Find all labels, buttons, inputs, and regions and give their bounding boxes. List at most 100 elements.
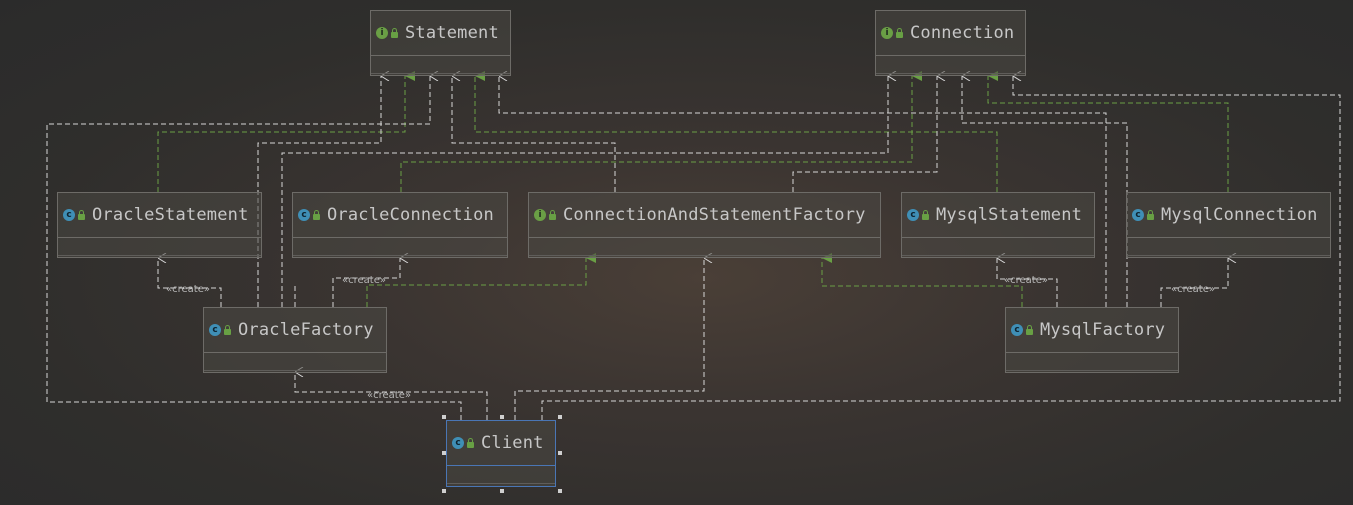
edge-factory-statement xyxy=(451,76,616,192)
resize-handle-s[interactable] xyxy=(500,489,504,493)
resize-handle-e[interactable] xyxy=(558,451,562,455)
node-title: OracleStatement xyxy=(92,205,249,225)
node-methods-section xyxy=(529,256,880,273)
class-icon: c xyxy=(298,209,310,221)
resize-handle-n[interactable] xyxy=(500,415,504,419)
node-title: MysqlStatement xyxy=(936,205,1083,225)
class-icon: c xyxy=(63,209,75,221)
edge-client-connection xyxy=(541,76,1341,420)
public-lock-icon xyxy=(549,210,556,220)
edge-mysqlstatement-statement xyxy=(474,71,998,192)
edge-client-factory xyxy=(514,258,704,420)
public-lock-icon xyxy=(224,325,231,335)
node-header: i Statement xyxy=(371,11,510,56)
node-title: MysqlConnection xyxy=(1161,205,1318,225)
node-methods-section xyxy=(204,371,386,388)
node-header: c OracleFactory xyxy=(204,308,386,353)
class-icon: c xyxy=(907,209,919,221)
edge-client-oraclefactory xyxy=(294,372,488,420)
node-fields-section xyxy=(529,238,880,256)
interface-icon: i xyxy=(881,27,893,39)
public-lock-icon xyxy=(896,28,903,38)
node-header: i ConnectionAndStatementFactory xyxy=(529,193,880,238)
class-icon: c xyxy=(209,324,221,336)
edge-oraclefactory-connection xyxy=(281,76,888,307)
edge-mysqlfactory-mysqlconnection xyxy=(1160,258,1228,307)
edge-label-create: «create» xyxy=(367,390,411,401)
class-icon: c xyxy=(1132,209,1144,221)
edge-label-create: «create» xyxy=(1004,275,1048,286)
node-fields-section xyxy=(902,238,1094,256)
edge-label-create: «create» xyxy=(1171,284,1215,295)
node-fields-section xyxy=(447,466,555,484)
node-title: OracleFactory xyxy=(238,320,374,340)
node-fields-section xyxy=(1006,353,1178,371)
node-oraclestatement[interactable]: c OracleStatement xyxy=(57,192,262,258)
edge-label-create: «create» xyxy=(166,284,210,295)
interface-icon: i xyxy=(534,209,546,221)
node-mysqlfactory[interactable]: c MysqlFactory xyxy=(1005,307,1179,373)
public-lock-icon xyxy=(922,210,929,220)
node-oraclefactory[interactable]: c OracleFactory xyxy=(203,307,387,373)
public-lock-icon xyxy=(391,28,398,38)
edge-oraclefactory-factory xyxy=(366,253,596,307)
public-lock-icon xyxy=(467,438,474,448)
edge-oracleconnection-connection xyxy=(400,71,922,192)
edge-mysqlfactory-statement xyxy=(498,76,1107,307)
public-lock-icon xyxy=(1026,325,1033,335)
edge-mysqlfactory-factory xyxy=(821,253,1023,307)
edge-client-statement xyxy=(46,76,462,420)
node-header: i Connection xyxy=(876,11,1025,56)
public-lock-icon xyxy=(313,210,320,220)
node-mysqlstatement[interactable]: c MysqlStatement xyxy=(901,192,1095,258)
class-icon: c xyxy=(452,437,464,449)
node-client[interactable]: c Client xyxy=(446,420,556,487)
node-header: c MysqlFactory xyxy=(1006,308,1178,353)
node-header: c Client xyxy=(447,421,555,466)
node-fields-section xyxy=(58,238,261,256)
node-fields-section xyxy=(204,353,386,371)
node-methods-section xyxy=(293,256,507,273)
interface-icon: i xyxy=(376,27,388,39)
node-methods-section xyxy=(371,74,510,91)
node-methods-section xyxy=(876,74,1025,91)
node-methods-section xyxy=(1006,371,1178,388)
node-mysqlconnection[interactable]: c MysqlConnection xyxy=(1126,192,1331,258)
node-fields-section xyxy=(371,56,510,74)
node-fields-section xyxy=(293,238,507,256)
node-oracleconnection[interactable]: c OracleConnection xyxy=(292,192,508,258)
node-title: Client xyxy=(481,433,544,453)
edge-oraclefactory-oracleconnection xyxy=(332,258,400,307)
node-header: c MysqlStatement xyxy=(902,193,1094,238)
resize-handle-sw[interactable] xyxy=(442,489,446,493)
node-methods-section xyxy=(1127,256,1330,273)
edge-label-create: «create» xyxy=(342,275,386,286)
node-header: c MysqlConnection xyxy=(1127,193,1330,238)
node-title: OracleConnection xyxy=(327,205,494,225)
edge-mysqlconnection-connection xyxy=(987,71,1229,192)
node-fields-section xyxy=(1127,238,1330,256)
node-header: c OracleConnection xyxy=(293,193,507,238)
class-icon: c xyxy=(1011,324,1023,336)
node-connectionandstatementfactory[interactable]: i ConnectionAndStatementFactory xyxy=(528,192,881,258)
edge-mysqlfactory-mysqlstatement xyxy=(996,258,1058,307)
resize-handle-ne[interactable] xyxy=(558,415,562,419)
resize-handle-nw[interactable] xyxy=(442,415,446,419)
node-header: c OracleStatement xyxy=(58,193,261,238)
public-lock-icon xyxy=(1147,210,1154,220)
node-statement[interactable]: i Statement xyxy=(370,10,511,76)
resize-handle-se[interactable] xyxy=(558,489,562,493)
resize-handle-w[interactable] xyxy=(442,451,446,455)
node-title: MysqlFactory xyxy=(1040,320,1166,340)
node-methods-section xyxy=(902,256,1094,273)
node-title: Connection xyxy=(910,23,1015,43)
node-methods-section xyxy=(58,256,261,273)
public-lock-icon xyxy=(78,210,85,220)
node-title: ConnectionAndStatementFactory xyxy=(563,205,866,225)
node-connection[interactable]: i Connection xyxy=(875,10,1026,76)
node-fields-section xyxy=(876,56,1025,74)
edge-factory-connection xyxy=(792,76,937,192)
node-title: Statement xyxy=(405,23,499,43)
